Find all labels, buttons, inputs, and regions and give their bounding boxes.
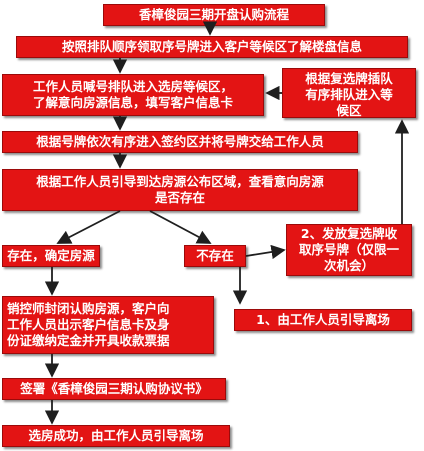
step-deposit: 销控师封闭认购房源，客户向 工作人员出示客户信息卡及身 份证缴纳定金并开具收款票…: [2, 296, 214, 354]
requeue-note: 根据复选牌插队 有序排队进入等 候区: [282, 68, 416, 118]
arrow-notexists-to-reselect: [245, 244, 286, 260]
step-call-number: 工作人员喊号排队进入选房等候区， 了解意向房源信息，填写客户信息卡: [2, 74, 264, 116]
step-done: 选房成功，由工作人员引导离场: [2, 425, 230, 447]
branch-not-exists: 不存在: [184, 245, 246, 267]
step-check-listing: 根据工作人员引导到达房源公布区域，查看意向房源 是否存在: [2, 169, 358, 211]
step-queue-number: 按照排队顺序领取序号牌进入客户等候区了解楼盘信息: [16, 36, 408, 58]
arrow-step4-to-notexists: [149, 210, 212, 244]
step-reselect-card: 2、发放复选牌收 取序号牌（仅限一 次机会）: [286, 224, 412, 276]
step-leave: 1、由工作人员引导离场: [234, 309, 412, 331]
arrow-step4-to-exists: [56, 210, 121, 244]
step-sign-agreement: 签署《香樟俊园三期认购协议书》: [2, 378, 226, 400]
branch-exists: 存在，确定房源: [2, 245, 100, 267]
step-signing-area: 根据号牌依次有序进入签约区并将号牌交给工作人员: [2, 131, 358, 153]
